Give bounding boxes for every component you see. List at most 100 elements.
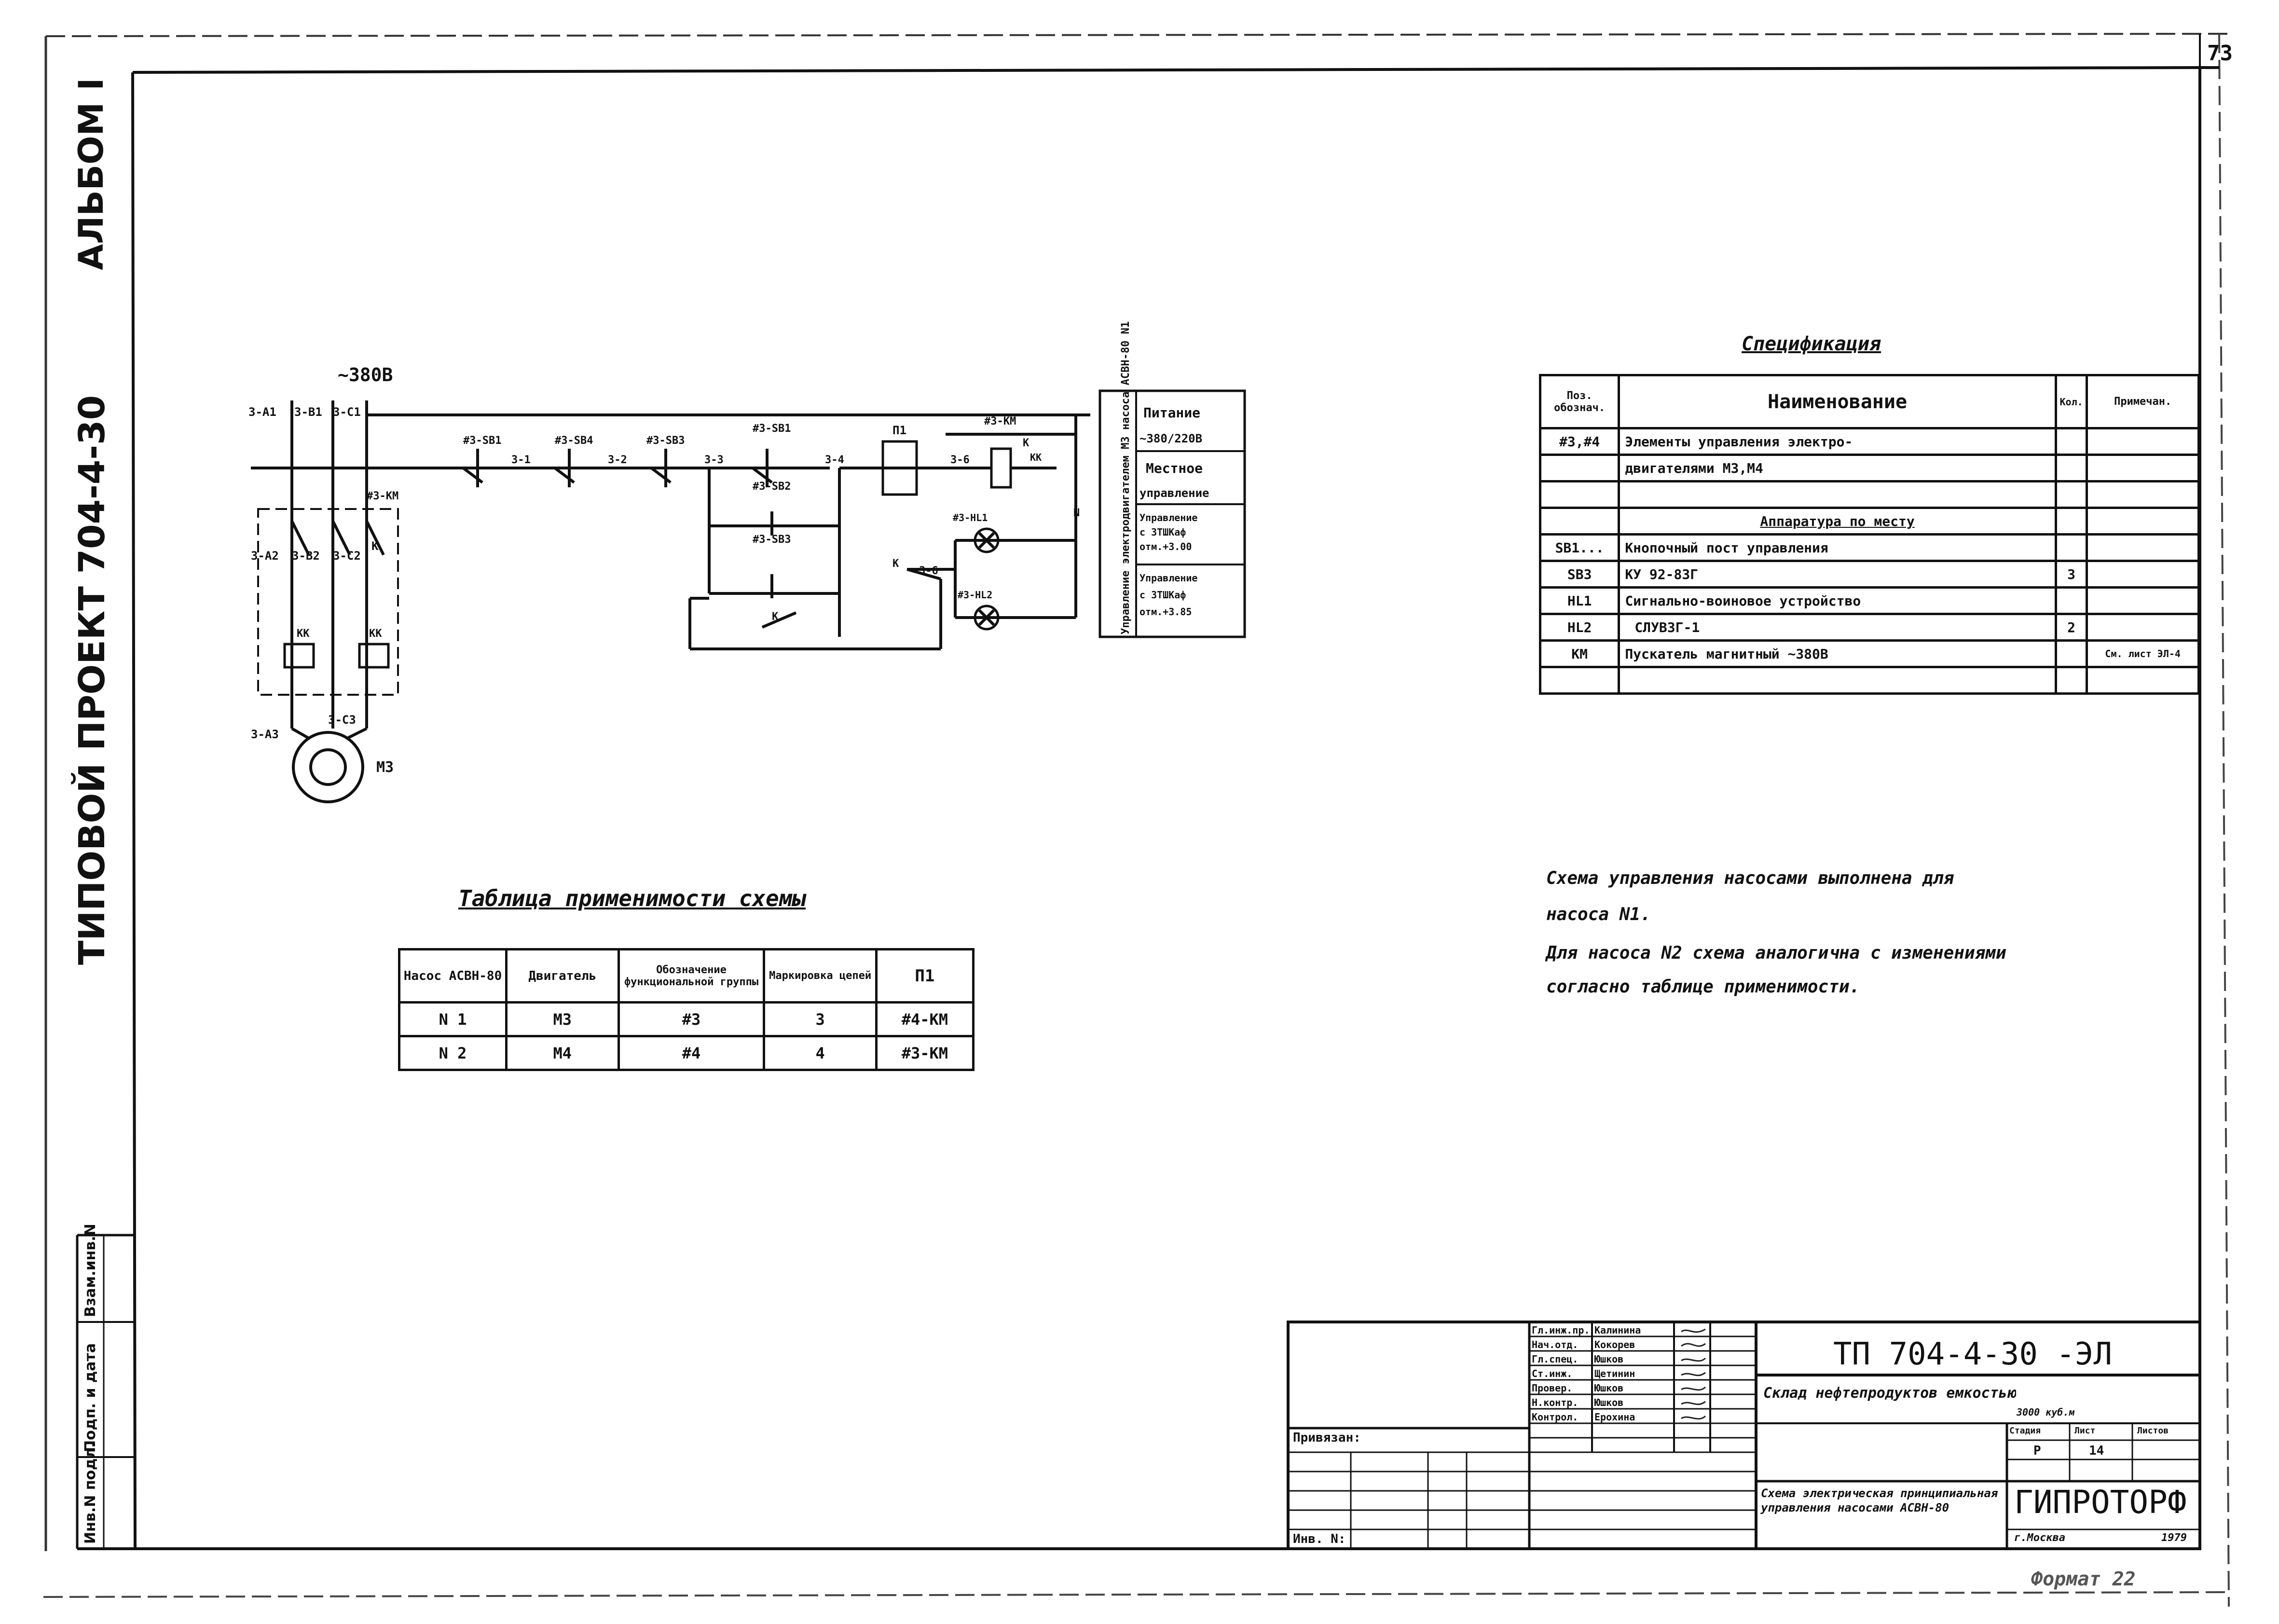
signer-role-7: Контрол. (1532, 1411, 1579, 1423)
spec-cell (2086, 480, 2200, 509)
wire-number-6b: 3-6 (919, 565, 938, 577)
legend-row-3a: Управление (1140, 512, 1197, 523)
spec-cell: См. лист ЭЛ-4 (2086, 639, 2200, 668)
spec-cell: HL2 (1538, 613, 1620, 642)
applicability-cell: #4-КМ (875, 1001, 975, 1037)
phase-label-a1: 3-А1 (248, 405, 276, 419)
stage-header: Стадия (2009, 1426, 2041, 1436)
table-row: Аппаратура по месту (1538, 507, 2200, 536)
wire-number-6: 3-6 (950, 454, 970, 466)
legend-row-1a: Питание (1143, 405, 1200, 421)
spec-cell (1618, 480, 2057, 509)
spec-cell: КМ (1538, 639, 1620, 668)
table-row: SB1...Кнопочный пост управления (1538, 533, 2200, 562)
phase-label-c1: 3-С1 (333, 405, 361, 419)
schematic-wiring (251, 389, 1246, 803)
sheets-header: Листов (2137, 1426, 2169, 1436)
motor-terminal-c3: 3-С3 (328, 713, 356, 727)
applicability-header-pump: Насос АСВН-80 (398, 948, 508, 1004)
stage-value: Р (2033, 1444, 2041, 1458)
page-number: 73 (2207, 41, 2233, 66)
spec-header-name: Наименование (1618, 374, 2057, 429)
applicability-table: Насос АСВН-80 Двигатель Обозначение функ… (398, 948, 975, 1071)
table-row (1538, 666, 2200, 695)
applicability-header-marking: Маркировка цепей (763, 948, 878, 1004)
applicability-cell: N 1 (398, 1001, 508, 1037)
km-contact-label: #3-КМ (367, 490, 398, 502)
legend-row-4a: Управление (1140, 572, 1197, 584)
spec-cell (2086, 533, 2200, 562)
spec-header-pos: Поз. обознач. (1538, 374, 1620, 429)
format-label: Формат 22 (2031, 1568, 2136, 1590)
note-line-2: насоса N1. (1546, 905, 1651, 924)
object-name: Склад нефтепродуктов емкостью (1763, 1385, 2016, 1402)
spec-cell (2086, 586, 2200, 615)
k-contact-label: К (371, 539, 379, 553)
legend-row-2b: управление (1140, 486, 1209, 500)
applicability-header-motor: Двигатель (505, 948, 620, 1004)
year: 1979 (2161, 1532, 2187, 1544)
wire-number-4: 3-4 (825, 454, 844, 466)
sheet-title: Схема электрическая принципиальная управ… (1761, 1486, 1998, 1514)
control-element-1: #3-SB1 (463, 435, 501, 447)
signer-name-6: Юшков (1594, 1397, 1624, 1408)
signer-name-2: Кокорев (1594, 1339, 1635, 1350)
lamp-label-hl1: #3-HL1 (953, 512, 988, 523)
table-row: двигателями М3,М4 (1538, 454, 2200, 482)
applicability-title: Таблица применимости схемы (458, 885, 806, 911)
supply-voltage-label: ~380В (338, 364, 393, 385)
hold-k-label: К (772, 611, 779, 623)
signer-role-6: Н.контр. (1532, 1397, 1579, 1408)
wire-number-1: 3-1 (511, 454, 531, 466)
spec-cell: СЛУВ3Г-1 (1618, 613, 2057, 642)
privyazan-label: Привязан: (1293, 1431, 1361, 1445)
legend-vertical-label: Управление электродвигателем М3 насоса А… (1120, 321, 1132, 634)
specification-title: Спецификация (1742, 333, 1881, 355)
lamp-k-label: К (892, 558, 899, 570)
legend-row-4c: отм.+3.85 (1140, 606, 1192, 618)
spec-cell (1538, 454, 1620, 482)
signer-name-3: Юшков (1594, 1353, 1624, 1365)
spec-cell: КУ 92-83Г (1618, 560, 2057, 589)
spec-cell (2054, 586, 2088, 615)
legend-row-4b: с ЗТШКаф (1140, 589, 1186, 601)
spec-cell: двигателями М3,М4 (1618, 454, 2057, 482)
organization: ГИПРОТОРФ (2014, 1484, 2187, 1521)
spec-cell (2054, 639, 2088, 668)
phase-label-b2: 3-В2 (292, 549, 320, 563)
sheet-value: 14 (2089, 1444, 2104, 1458)
spec-cell: #3,#4 (1538, 427, 1620, 456)
note-line-1: Схема управления насосами выполнена для (1546, 868, 1954, 888)
kk-label-left: КК (297, 628, 310, 640)
spec-cell: SB1... (1538, 533, 1620, 562)
legend-row-2a: Местное (1146, 460, 1203, 476)
wire-number-2: 3-2 (608, 454, 627, 466)
spec-cell (2054, 427, 2088, 456)
kk-label-right: КК (369, 628, 382, 640)
legend-row-3c: отм.+3.00 (1140, 541, 1192, 552)
signer-role-3: Гл.спец. (1532, 1353, 1579, 1365)
spec-cell (2086, 507, 2200, 536)
spec-cell (2054, 507, 2088, 536)
signer-name-1: Калинина (1594, 1324, 1641, 1336)
applicability-cell: М3 (505, 1001, 620, 1037)
applicability-cell: 4 (763, 1035, 878, 1071)
applicability-header-group: Обозначение функциональной группы (617, 948, 766, 1004)
table-row (1538, 480, 2200, 509)
control-element-2: #3-SB4 (555, 435, 593, 447)
spec-header-qty: Кол. (2054, 374, 2088, 429)
spec-cell (2086, 560, 2200, 589)
specification-table: Поз. обознач. Наименование Кол. Примечан… (1538, 374, 2200, 695)
signer-role-1: Гл.инж.пр. (1532, 1324, 1590, 1336)
spec-cell: Пускатель магнитный ~380В (1618, 639, 2057, 668)
applicability-cell: #4 (617, 1035, 766, 1071)
table-row: N 1 М3 #3 3 #4-КМ (398, 1001, 975, 1037)
spec-cell (2054, 666, 2088, 695)
spec-cell (2086, 613, 2200, 642)
signer-role-5: Провер. (1532, 1382, 1573, 1394)
phase-label-c2: 3-С2 (333, 549, 361, 563)
